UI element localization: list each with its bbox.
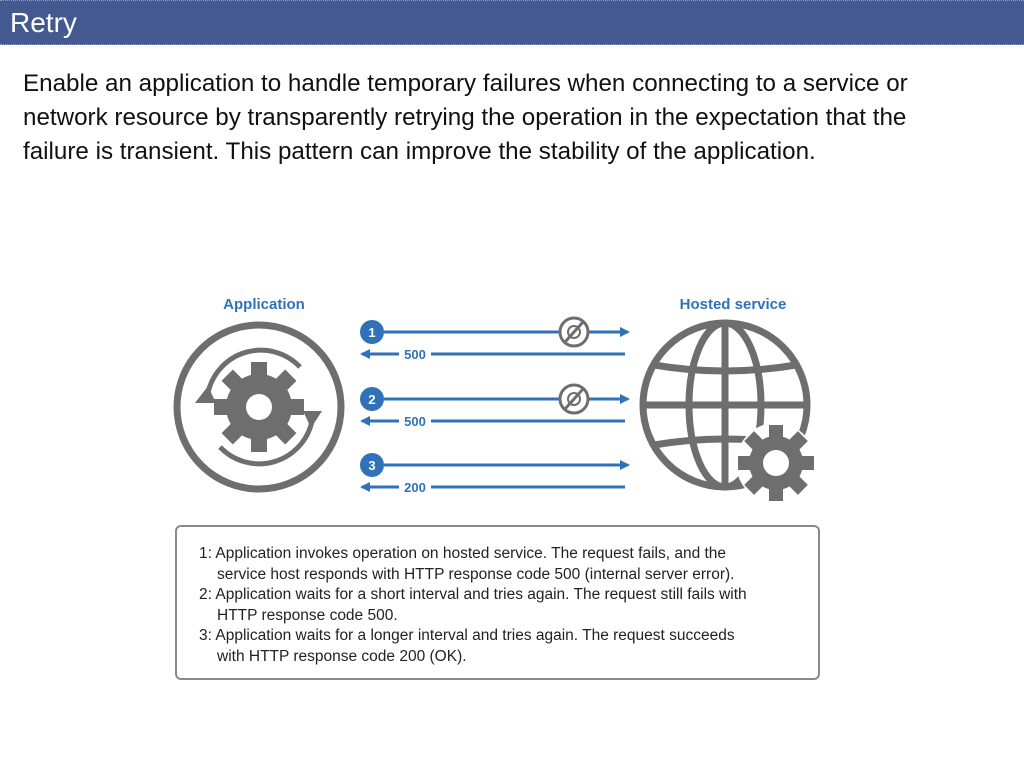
step-2-number: 2 xyxy=(368,392,375,407)
hosted-service-globe-icon xyxy=(639,319,811,491)
application-label: Application xyxy=(223,296,305,313)
step-1: 1 500 xyxy=(360,316,630,363)
description-line-1: Enable an application to handle temporar… xyxy=(23,70,908,97)
legend-line-6: with HTTP response code 200 (OK). xyxy=(217,648,467,665)
slide-title: Retry xyxy=(10,7,77,38)
step-2-badge xyxy=(360,387,384,411)
step-3-badge xyxy=(360,453,384,477)
step-3-number: 3 xyxy=(368,458,375,473)
step-1-number: 1 xyxy=(368,325,375,340)
step-2-response-code: 500 xyxy=(404,414,426,429)
description-line-3: failure is transient. This pattern can i… xyxy=(23,138,816,165)
hosted-service-label: Hosted service xyxy=(680,296,787,313)
step-1-badge xyxy=(360,320,384,344)
hosted-service-gear-icon xyxy=(736,423,816,503)
description: Enable an application to handle temporar… xyxy=(23,67,1013,169)
title-bar: Retry xyxy=(0,0,1024,45)
step-3: 3 200 xyxy=(360,453,630,496)
step-2-failure-icon xyxy=(558,383,590,415)
step-2: 2 500 xyxy=(360,383,630,430)
legend-line-1: 1: Application invokes operation on host… xyxy=(199,545,727,562)
application-gear-icon xyxy=(173,321,345,493)
legend-line-5: 3: Application waits for a longer interv… xyxy=(199,627,735,644)
legend-box: 1: Application invokes operation on host… xyxy=(175,525,820,680)
retry-diagram: Application Hosted service xyxy=(170,285,830,695)
step-1-response-code: 500 xyxy=(404,347,426,362)
step-1-failure-icon xyxy=(558,316,590,348)
legend-line-3: 2: Application waits for a short interva… xyxy=(199,586,747,603)
diagram-svg: Application Hosted service xyxy=(173,296,816,503)
step-3-response-code: 200 xyxy=(404,480,426,495)
legend-line-2: service host responds with HTTP response… xyxy=(217,566,735,583)
description-line-2: network resource by transparently retryi… xyxy=(23,104,907,131)
legend-line-4: HTTP response code 500. xyxy=(217,607,398,624)
